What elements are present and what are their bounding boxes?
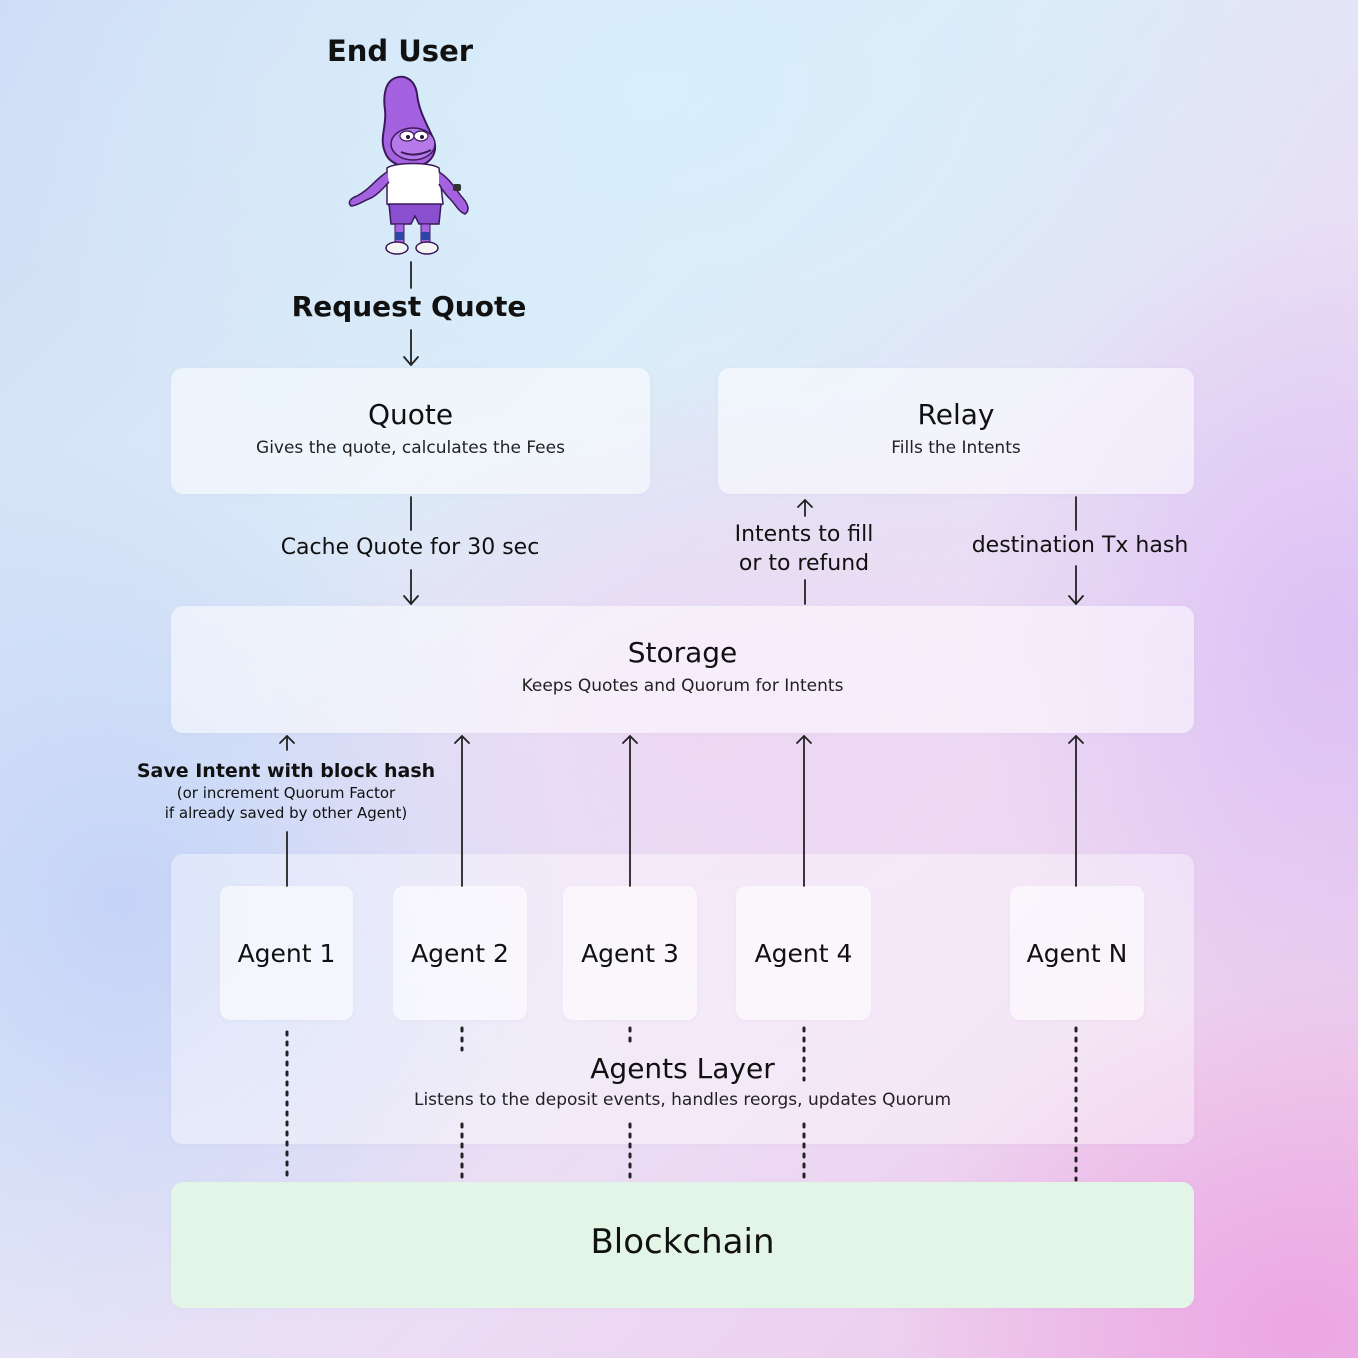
agent-1-box: Agent 1 (220, 886, 353, 1020)
end-user-title: End User (326, 34, 474, 68)
relay-subtitle: Fills the Intents (891, 438, 1021, 458)
dest-tx-arrow (1068, 595, 1084, 605)
agents-layer-title: Agents Layer (590, 1052, 775, 1085)
request-quote-arrow (403, 356, 419, 366)
quote-box: Quote Gives the quote, calculates the Fe… (171, 368, 650, 494)
intents-arrow (797, 499, 813, 508)
agent-4-arrow (796, 735, 812, 744)
agent-n-arrow (1068, 735, 1084, 744)
agent-4-box: Agent 4 (736, 886, 871, 1020)
cache-quote-label: Cache Quote for 30 sec (280, 535, 540, 560)
save-intent-line2: (or increment Quorum Factor (176, 784, 396, 802)
save-intent-line1: Save Intent with block hash (136, 760, 436, 782)
intents-to-fill-line1: Intents to fill (734, 522, 874, 547)
agents-layer-subtitle: Listens to the deposit events, handles r… (413, 1090, 952, 1110)
destination-tx-hash-label: destination Tx hash (971, 533, 1189, 558)
intents-to-fill-line2: or to refund (738, 551, 870, 576)
cache-quote-arrow (403, 595, 419, 605)
quote-title: Quote (367, 398, 454, 431)
storage-title: Storage (627, 636, 738, 669)
relay-title: Relay (917, 398, 995, 431)
agent-2-box: Agent 2 (393, 886, 527, 1020)
agent-1-arrow (279, 735, 295, 744)
intents-to-fill-label: Intents to fill or to refund (704, 520, 904, 578)
save-intent-line3: if already saved by other Agent) (164, 804, 408, 822)
agent-2-arrow (454, 735, 470, 744)
blockchain-box: Blockchain (171, 1182, 1194, 1308)
storage-subtitle: Keeps Quotes and Quorum for Intents (521, 676, 844, 696)
relay-box: Relay Fills the Intents (718, 368, 1194, 494)
storage-box: Storage Keeps Quotes and Quorum for Inte… (171, 606, 1194, 733)
request-quote-label: Request Quote (291, 290, 527, 323)
agent-3-box: Agent 3 (563, 886, 697, 1020)
quote-subtitle: Gives the quote, calculates the Fees (256, 438, 565, 458)
agent-3-arrow (622, 735, 638, 744)
blockchain-title: Blockchain (590, 1222, 775, 1262)
purple-frog-character-icon (348, 75, 469, 255)
agent-n-box: Agent N (1010, 886, 1144, 1020)
save-intent-label: Save Intent with block hash (or incremen… (136, 760, 436, 822)
